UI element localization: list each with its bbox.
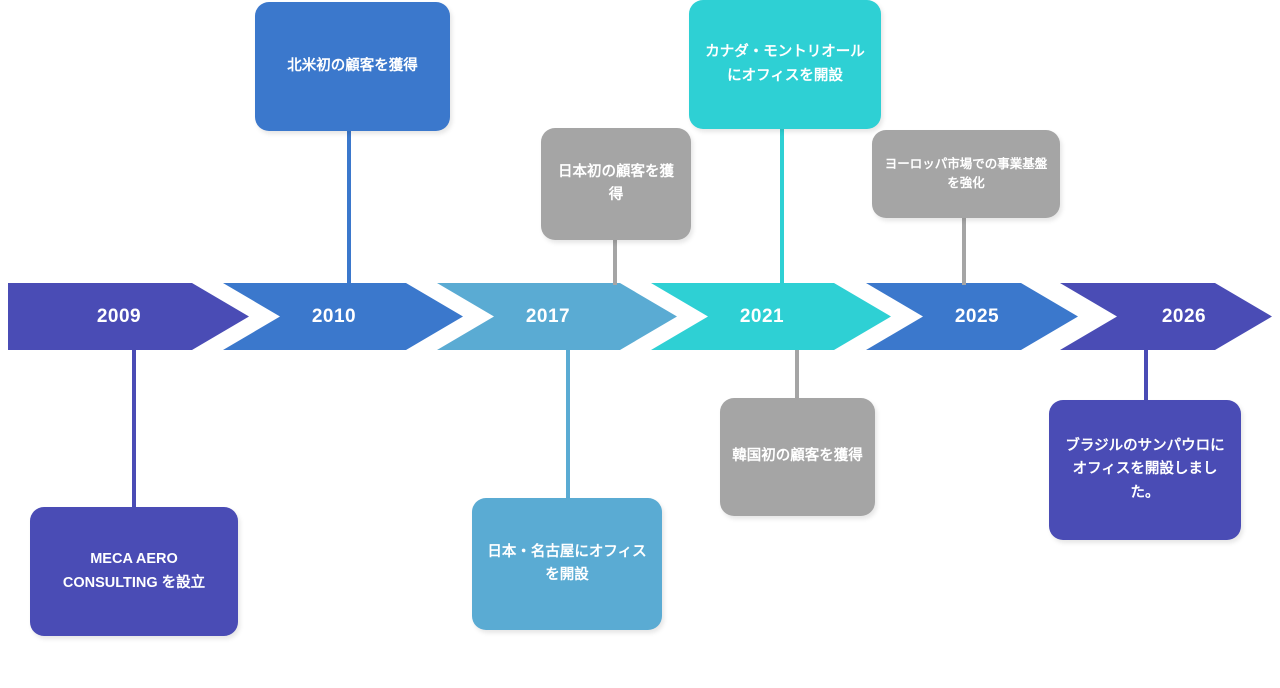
milestone-card-2021-below[interactable]: 韓国初の顧客を獲得 [720,398,875,516]
milestone-card-2021-above[interactable]: カナダ・モントリオールにオフィスを開設 [689,0,881,129]
milestone-card-2010[interactable]: 北米初の顧客を獲得 [255,2,450,131]
milestone-card-2025-text: ヨーロッパ市場での事業基盤を強化 [884,156,1048,190]
milestone-card-2017-below-text: 日本・名古屋にオフィスを開設 [487,543,647,583]
timeline-segment-2010[interactable]: 2010 [223,283,437,350]
connector-stem-2021-above [780,127,784,285]
connector-stem-2021-below [795,350,799,400]
milestone-card-2026-text: ブラジルのサンパウロにオフィスを開設しました。 [1065,437,1225,501]
connector-stem-2009 [132,350,136,510]
timeline-arrow-2026[interactable] [1060,283,1272,350]
connector-stem-2026 [1144,350,1148,402]
milestone-card-2025[interactable]: ヨーロッパ市場での事業基盤を強化 [872,130,1060,218]
year-label-2025: 2025 [954,306,1000,327]
timeline-arrow-2010[interactable] [223,283,463,350]
timeline-segment-2009[interactable]: 2009 [8,283,222,350]
timeline-segment-2026[interactable]: 2026 [1080,283,1280,350]
milestone-card-2021-above-text: カナダ・モントリオールにオフィスを開設 [705,44,865,84]
year-label-2010: 2010 [311,306,357,327]
milestone-card-2021-below-text: 韓国初の顧客を獲得 [732,448,863,465]
timeline-segment-2021[interactable]: 2021 [651,283,865,350]
timeline-arrow-2025[interactable] [866,283,1078,350]
milestone-card-2026[interactable]: ブラジルのサンパウロにオフィスを開設しました。 [1049,400,1241,540]
timeline-arrow-2017[interactable] [437,283,677,350]
timeline-arrow-2009[interactable] [8,283,249,350]
milestone-card-2017-above-text: 日本初の顧客を獲得 [558,163,674,203]
year-label-2017: 2017 [525,306,571,327]
timeline-segment-2025[interactable]: 2025 [866,283,1080,350]
milestone-card-2017-below[interactable]: 日本・名古屋にオフィスを開設 [472,498,662,630]
connector-stem-2025 [962,216,966,285]
milestone-card-2017-above[interactable]: 日本初の顧客を獲得 [541,128,691,240]
milestone-card-2010-text: 北米初の顧客を獲得 [287,57,418,74]
year-label-2009: 2009 [96,306,142,327]
year-label-2021: 2021 [739,306,785,327]
connector-stem-2017-below [566,350,570,500]
timeline-arrow-2021[interactable] [651,283,891,350]
timeline-segment-2017[interactable]: 2017 [437,283,651,350]
milestone-card-2009-text: MECA AERO CONSULTING を設立 [62,551,206,591]
connector-stem-2017-above [613,238,617,285]
connector-stem-2010 [347,128,351,285]
milestone-card-2009[interactable]: MECA AERO CONSULTING を設立 [30,507,238,636]
year-label-2026: 2026 [1161,306,1207,327]
